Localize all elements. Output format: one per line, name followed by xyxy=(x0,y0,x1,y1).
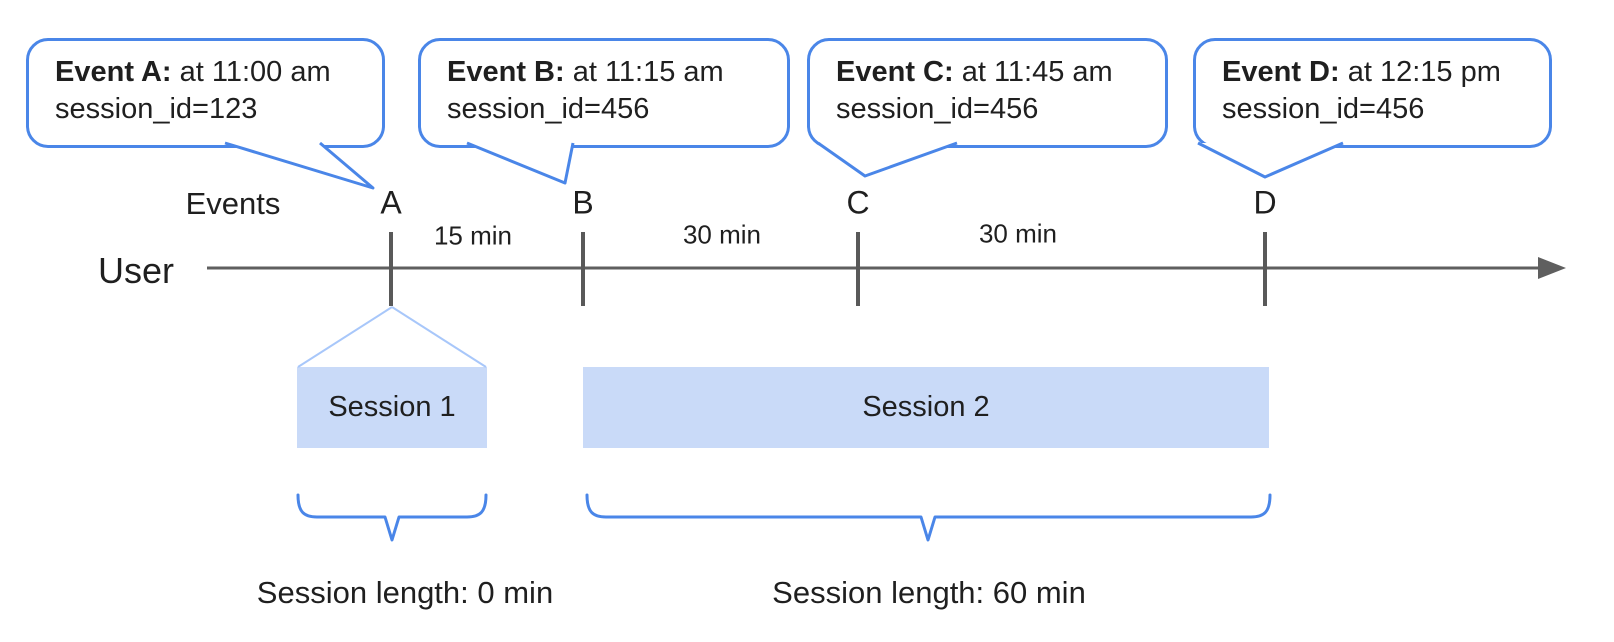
interval-c-d-label: 30 min xyxy=(978,218,1058,249)
event-marker-c: C xyxy=(846,184,870,221)
session-1-label: Session 1 xyxy=(328,391,456,423)
callout-event-b-line1: Event B: at 11:15 am xyxy=(447,54,769,91)
callout-event-b: Event B: at 11:15 am session_id=456 xyxy=(418,38,790,148)
callout-event-d-line1: Event D: at 12:15 pm xyxy=(1222,54,1531,91)
session-1-funnel-left-line xyxy=(297,306,393,368)
callout-event-c-time: at 11:45 am xyxy=(961,56,1113,88)
callout-event-d-session: session_id=456 xyxy=(1222,93,1425,125)
events-row-label: Events xyxy=(185,186,281,221)
callout-event-b-session: session_id=456 xyxy=(447,93,650,125)
interval-b-c-label: 30 min xyxy=(682,219,762,250)
callout-event-d-title: Event D: xyxy=(1222,56,1340,88)
timeline-arrowhead-icon xyxy=(1538,257,1566,279)
callout-event-a-title: Event A: xyxy=(55,56,172,88)
session-1-length-label: Session length: 0 min xyxy=(256,575,554,610)
callout-event-b-tail xyxy=(466,141,575,185)
session-2-length-label: Session length: 60 min xyxy=(772,575,1086,610)
callout-event-c-line1: Event C: at 11:45 am xyxy=(836,54,1147,91)
event-marker-a: A xyxy=(380,184,402,221)
event-marker-d: D xyxy=(1253,184,1277,221)
callout-event-a-time: at 11:00 am xyxy=(179,56,331,88)
callout-event-a-session: session_id=123 xyxy=(55,93,258,125)
interval-a-b-label: 15 min xyxy=(433,220,513,251)
callout-event-c: Event C: at 11:45 am session_id=456 xyxy=(807,38,1168,148)
callout-event-c-title: Event C: xyxy=(836,56,954,88)
callout-event-d-time: at 12:15 pm xyxy=(1347,56,1501,88)
callout-event-d: Event D: at 12:15 pm session_id=456 xyxy=(1193,38,1552,148)
session-1-box: Session 1 xyxy=(297,367,487,448)
session-1-brace xyxy=(296,493,488,542)
event-marker-b: B xyxy=(572,184,594,221)
session-2-brace xyxy=(585,493,1272,542)
callout-event-b-title: Event B: xyxy=(447,56,565,88)
callout-event-a-tail xyxy=(224,141,375,190)
session-2-label: Session 2 xyxy=(862,391,990,423)
user-row-label: User xyxy=(97,250,175,291)
callout-event-c-session: session_id=456 xyxy=(836,93,1039,125)
callout-event-b-time: at 11:15 am xyxy=(572,56,724,88)
session-2-box: Session 2 xyxy=(583,367,1269,448)
callout-event-a-line1: Event A: at 11:00 am xyxy=(55,54,364,91)
session-1-funnel-right-line xyxy=(391,306,487,368)
callout-event-a: Event A: at 11:00 am session_id=123 xyxy=(26,38,385,148)
callout-event-d-tail xyxy=(1197,141,1344,179)
